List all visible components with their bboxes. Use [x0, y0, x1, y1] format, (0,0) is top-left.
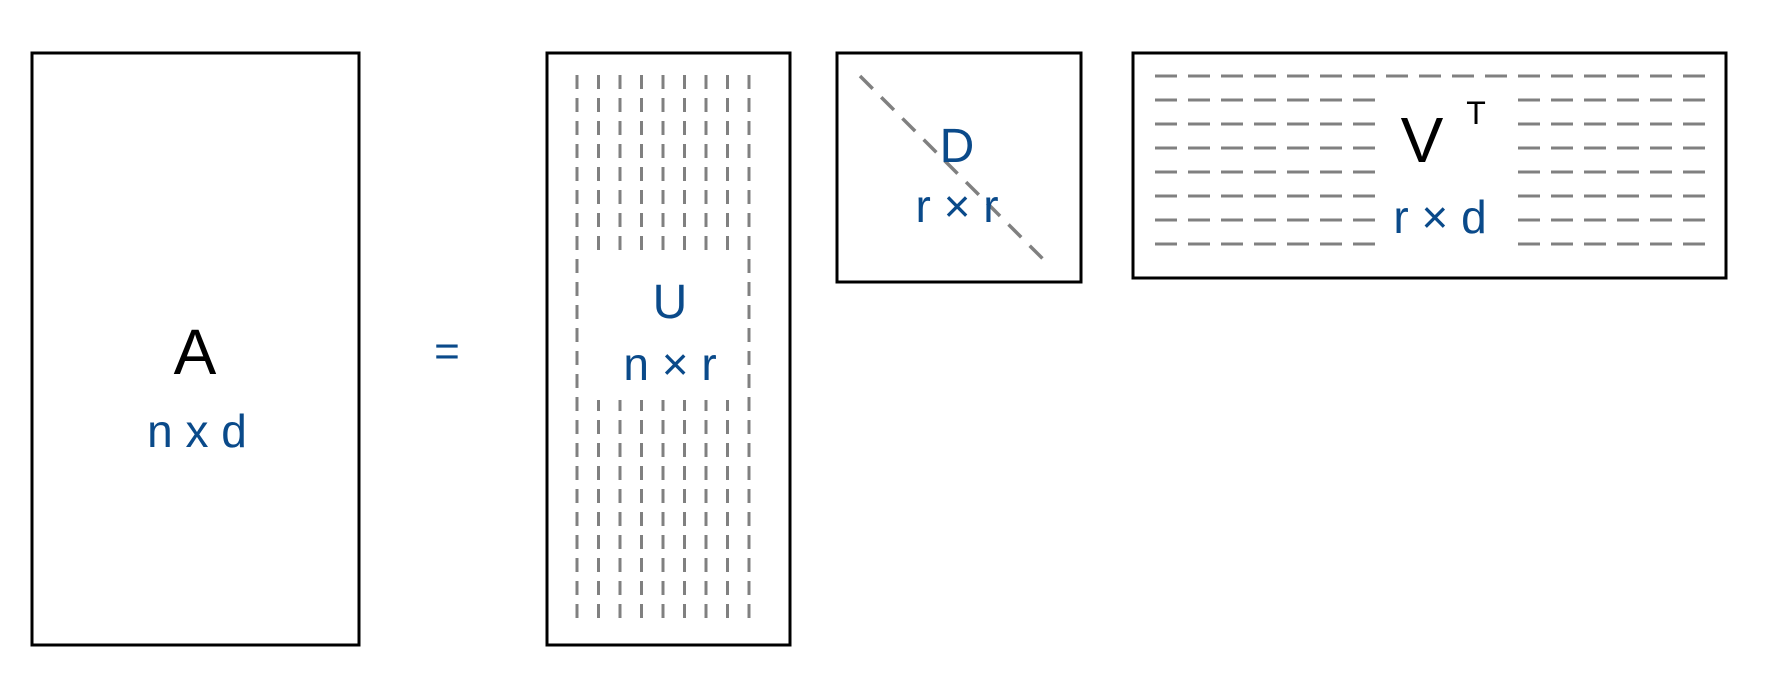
matrix-a-box	[30, 51, 361, 647]
matrix-d-dims: r × r	[915, 180, 998, 232]
matrix-u-box	[545, 51, 792, 647]
matrix-a-name: A	[174, 316, 217, 388]
matrix-d-box	[835, 51, 1083, 284]
matrix-vt-dims: r × d	[1393, 191, 1486, 243]
matrix-d-diagonal	[858, 74, 1052, 268]
matrix-vt-superscript: T	[1466, 95, 1486, 131]
matrix-vt-name: V	[1401, 104, 1444, 176]
matrix-d: D r × r	[835, 51, 1083, 284]
matrix-u: U n × r	[545, 51, 792, 647]
matrix-u-dims: n × r	[623, 338, 716, 390]
matrix-vt-label-backdrop	[1377, 92, 1510, 252]
matrix-a: A n x d	[30, 51, 361, 647]
matrix-u-label-backdrop	[582, 250, 744, 400]
matrix-d-name: D	[940, 120, 975, 173]
matrix-a-dims: n x d	[147, 405, 247, 457]
matrix-u-name: U	[653, 276, 688, 329]
equals-sign: =	[434, 327, 460, 376]
matrix-vt: V T r × d	[1131, 51, 1728, 280]
matrix-vt-box	[1131, 51, 1728, 280]
